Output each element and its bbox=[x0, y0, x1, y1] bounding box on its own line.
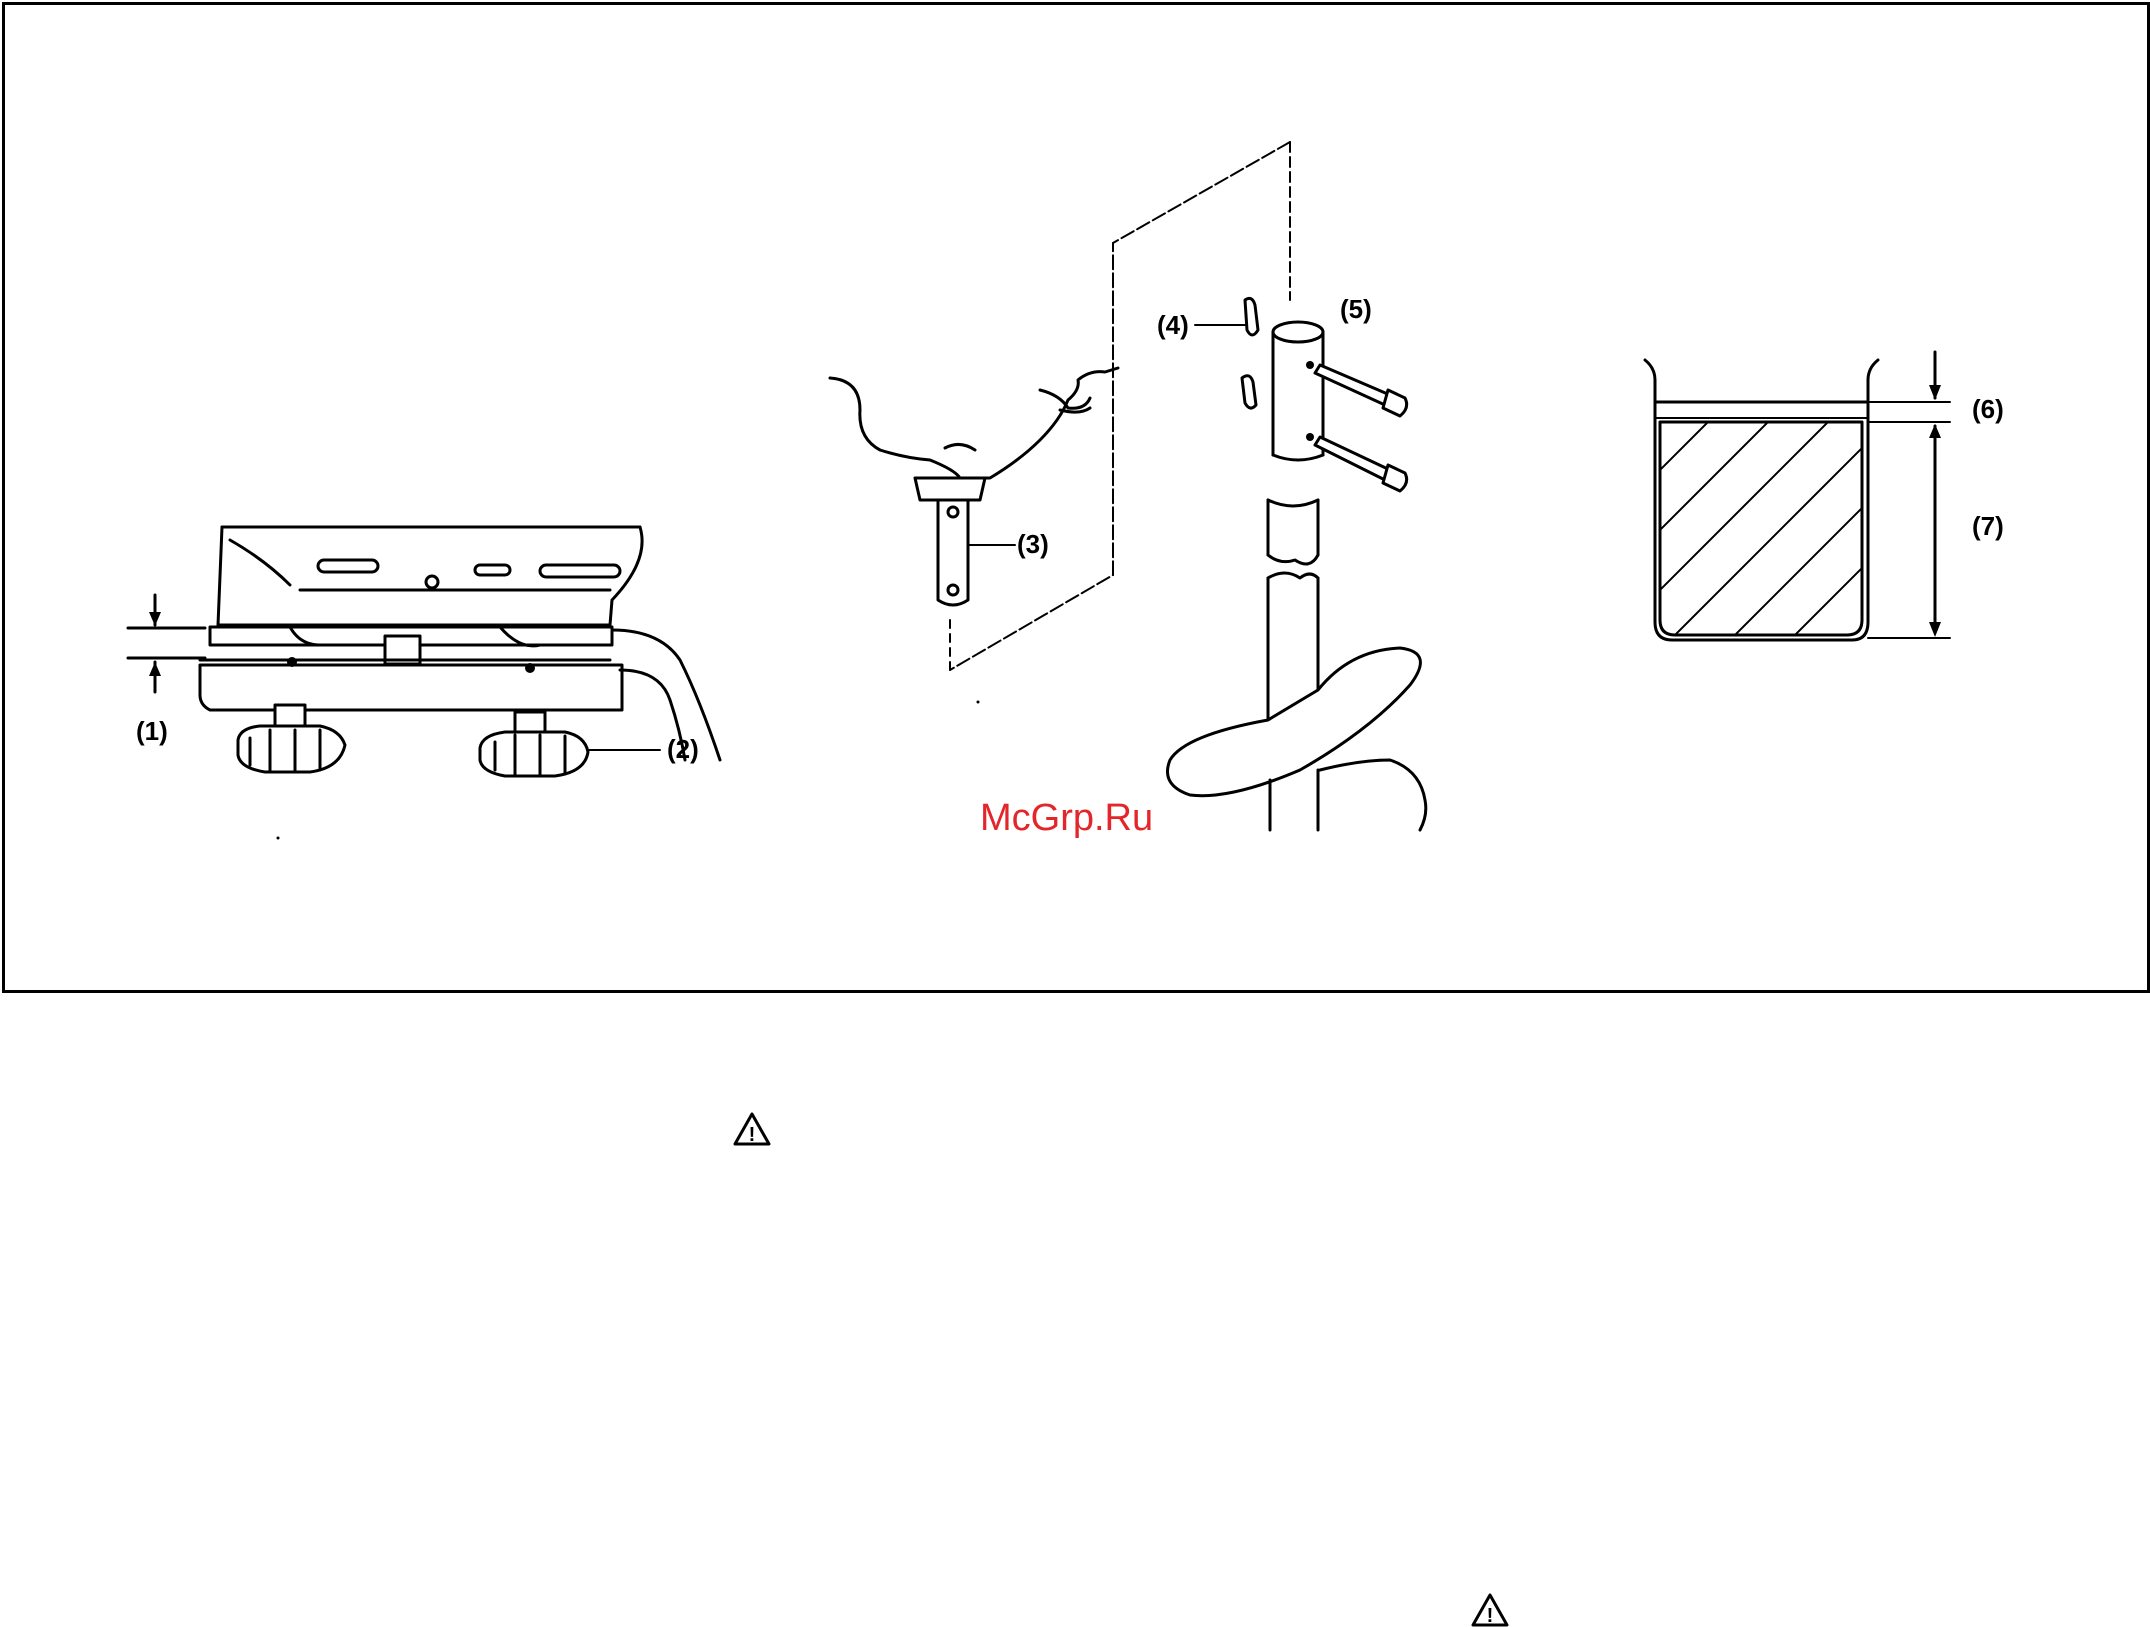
warning-mark: ! bbox=[749, 1124, 756, 1146]
callout-6: (6) bbox=[1972, 394, 2004, 424]
warning-mark: ! bbox=[1487, 1605, 1494, 1627]
callout-4: (4) bbox=[1157, 310, 1189, 340]
callout-3: (3) bbox=[1017, 529, 1049, 559]
watermark: McGrp.Ru bbox=[980, 797, 1153, 839]
engine-base-drawing bbox=[128, 527, 720, 840]
callout-5: (5) bbox=[1340, 294, 1372, 324]
callout-7: (7) bbox=[1972, 511, 2004, 541]
warning-triangle-icon: ! bbox=[735, 1114, 769, 1146]
callout-1: (1) bbox=[136, 716, 168, 746]
warning-triangle-icon: ! bbox=[1473, 1595, 1507, 1627]
auger-assembly-drawing bbox=[830, 142, 1426, 830]
callout-2: (2) bbox=[667, 734, 699, 764]
container-level-drawing bbox=[1600, 350, 1950, 680]
